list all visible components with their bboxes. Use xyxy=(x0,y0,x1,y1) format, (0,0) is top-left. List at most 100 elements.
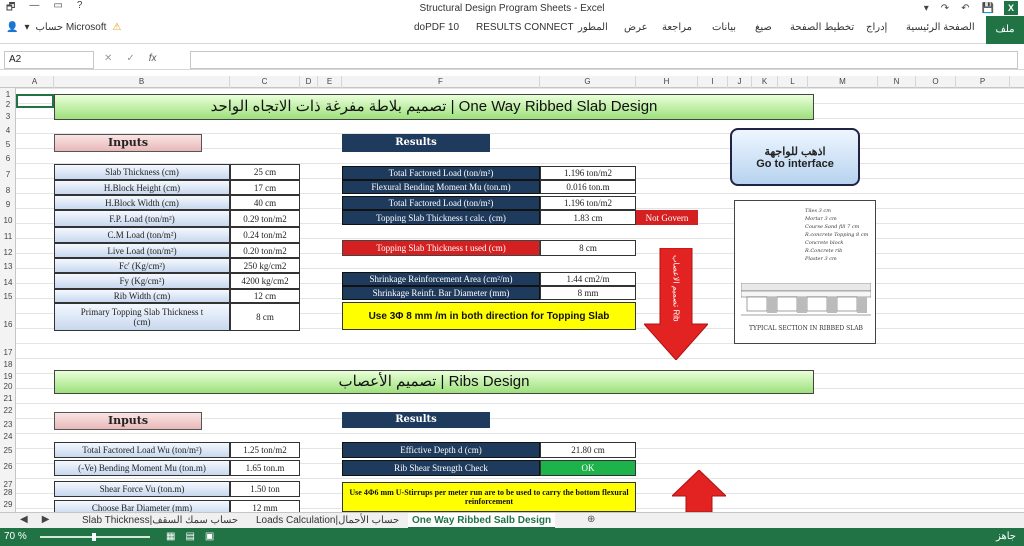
tab-review[interactable]: مراجعة xyxy=(662,22,693,33)
account-area[interactable]: 👤 ▾ حساب Microsoft ⚠ xyxy=(6,22,121,33)
input-value[interactable]: 0.29 ton/m2 xyxy=(230,210,300,227)
normal-view-icon[interactable]: ▣ xyxy=(204,531,215,542)
row-header[interactable]: 19 xyxy=(3,372,13,381)
column-header[interactable]: C xyxy=(230,76,300,88)
rib-input-value[interactable]: 1.65 ton.m xyxy=(230,460,300,476)
input-value[interactable]: 12 cm xyxy=(230,289,300,303)
zoom-level[interactable]: 70 % xyxy=(4,531,27,542)
row-header[interactable]: 6 xyxy=(5,154,11,163)
column-header[interactable]: L xyxy=(778,76,808,88)
enter-icon[interactable]: ✓ xyxy=(126,53,135,64)
row-header[interactable]: 8 xyxy=(5,186,11,195)
row-header[interactable]: 15 xyxy=(3,292,13,301)
ribbon-options-icon[interactable]: ▭ xyxy=(53,0,63,11)
tab-file[interactable]: ملف xyxy=(986,16,1024,44)
sheet-tab-loads[interactable]: Loads Calculation|حساب الأحمال xyxy=(256,515,400,526)
column-header[interactable]: K xyxy=(752,76,778,88)
row-header[interactable]: 23 xyxy=(3,420,13,429)
row-header[interactable]: 17 xyxy=(3,348,13,357)
input-value[interactable]: 8 cm xyxy=(230,303,300,331)
column-header[interactable]: P xyxy=(956,76,1010,88)
input-value[interactable]: 250 kg/cm2 xyxy=(230,258,300,273)
rib-input-value[interactable]: 1.50 ton xyxy=(230,481,300,497)
column-header[interactable]: G xyxy=(540,76,636,88)
input-value[interactable]: 17 cm xyxy=(230,180,300,195)
input-value[interactable]: 4200 kg/cm2 xyxy=(230,273,300,289)
tab-data[interactable]: بيانات xyxy=(712,22,737,33)
selected-cell[interactable] xyxy=(16,94,54,108)
row-header[interactable]: 16 xyxy=(3,320,13,329)
tab-formulas[interactable]: صيغ xyxy=(755,22,772,33)
row-header[interactable]: 21 xyxy=(3,394,13,403)
prev-sheet-icon[interactable]: ◀ xyxy=(20,514,28,525)
minimize-icon[interactable]: — xyxy=(29,0,40,11)
restore-icon[interactable]: 🗗 xyxy=(6,1,16,13)
insert-function-icon[interactable]: fx xyxy=(148,53,157,64)
goto-interface-button[interactable]: اذهب للواجهة Go to interface xyxy=(730,128,860,186)
row-header[interactable]: 5 xyxy=(5,140,11,149)
row-header[interactable]: 18 xyxy=(3,360,13,369)
column-header[interactable]: O xyxy=(916,76,956,88)
row-header[interactable]: 24 xyxy=(3,432,13,441)
row-header[interactable]: 3 xyxy=(5,112,11,121)
sheet-tab-slab-thickness[interactable]: Slab Thickness|حساب سمك السقف xyxy=(82,515,239,526)
save-icon[interactable]: 💾 xyxy=(981,2,994,14)
tab-developer[interactable]: المطور xyxy=(578,22,608,33)
zoom-slider-knob[interactable] xyxy=(92,533,96,541)
undo-icon[interactable]: ↶ xyxy=(961,2,970,14)
cancel-icon[interactable]: ✕ xyxy=(104,53,113,64)
row-header[interactable]: 9 xyxy=(5,200,11,209)
name-box[interactable]: A2 xyxy=(4,51,94,69)
row-header[interactable]: 4 xyxy=(5,126,11,135)
tab-page-layout[interactable]: تخطيط الصفحة xyxy=(790,22,855,33)
row-header[interactable]: 26 xyxy=(3,462,13,471)
column-header[interactable]: E xyxy=(318,76,342,88)
row-header[interactable]: 29 xyxy=(3,500,13,509)
rib-input-value[interactable]: 12 mm xyxy=(230,500,300,512)
help-icon[interactable]: ? xyxy=(76,0,83,11)
row-header[interactable]: 13 xyxy=(3,262,13,271)
account-dropdown-icon[interactable]: ▾ xyxy=(24,22,30,33)
page-layout-view-icon[interactable]: ▤ xyxy=(185,531,195,542)
tab-insert[interactable]: إدراج xyxy=(866,22,888,33)
row-header[interactable]: 2 xyxy=(5,100,11,109)
tab-results-connect[interactable]: RESULTS CONNECT xyxy=(476,22,574,33)
sheet-tab-ribbed-slab[interactable]: One Way Ribbed Salb Design xyxy=(408,513,556,529)
redo-icon[interactable]: ↷ xyxy=(940,2,950,14)
row-header[interactable]: 10 xyxy=(3,216,13,225)
row-header[interactable]: 27 xyxy=(3,480,13,489)
add-sheet-icon[interactable]: ⊕ xyxy=(587,514,596,525)
up-arrow-shape[interactable] xyxy=(670,469,728,512)
rib-input-value[interactable]: 1.25 ton/m2 xyxy=(230,442,300,458)
row-header[interactable]: 12 xyxy=(3,248,13,257)
worksheet-grid[interactable]: تصميم بلاطة مفرغة ذات الاتجاه الواحد | O… xyxy=(16,88,1024,512)
column-header[interactable]: J xyxy=(728,76,752,88)
row-header[interactable]: 22 xyxy=(3,406,13,415)
row-header[interactable]: 25 xyxy=(3,446,13,455)
column-header[interactable]: H xyxy=(636,76,698,88)
input-value[interactable]: 25 cm xyxy=(230,164,300,180)
input-value[interactable]: 0.20 ton/m2 xyxy=(230,243,300,258)
tab-home[interactable]: الصفحة الرئيسية xyxy=(906,22,975,33)
column-header[interactable]: F xyxy=(342,76,540,88)
column-header[interactable]: M xyxy=(808,76,878,88)
column-header[interactable]: B xyxy=(54,76,230,88)
row-header[interactable]: 14 xyxy=(3,278,13,287)
page-break-view-icon[interactable]: ▦ xyxy=(166,531,176,542)
share-icon[interactable]: 👤 xyxy=(6,22,19,33)
down-arrow-shape[interactable]: تصميم الاعصاب Rib xyxy=(642,247,710,361)
formula-input[interactable] xyxy=(190,51,1018,69)
tab-view[interactable]: عرض xyxy=(624,22,648,33)
row-header[interactable]: 20 xyxy=(3,382,13,391)
row-header[interactable]: 1 xyxy=(5,90,11,99)
zoom-slider[interactable] xyxy=(40,533,150,541)
row-header[interactable]: 7 xyxy=(5,170,11,179)
tab-dopdf[interactable]: doPDF 10 xyxy=(414,22,460,33)
column-header[interactable]: N xyxy=(878,76,916,88)
column-header[interactable]: I xyxy=(698,76,728,88)
customize-qat-icon[interactable]: ▾ xyxy=(923,2,929,14)
input-value[interactable]: 0.24 ton/m2 xyxy=(230,227,300,243)
input-value[interactable]: 40 cm xyxy=(230,195,300,210)
column-header[interactable]: A xyxy=(16,76,54,88)
next-sheet-icon[interactable]: ▶ xyxy=(41,514,50,525)
